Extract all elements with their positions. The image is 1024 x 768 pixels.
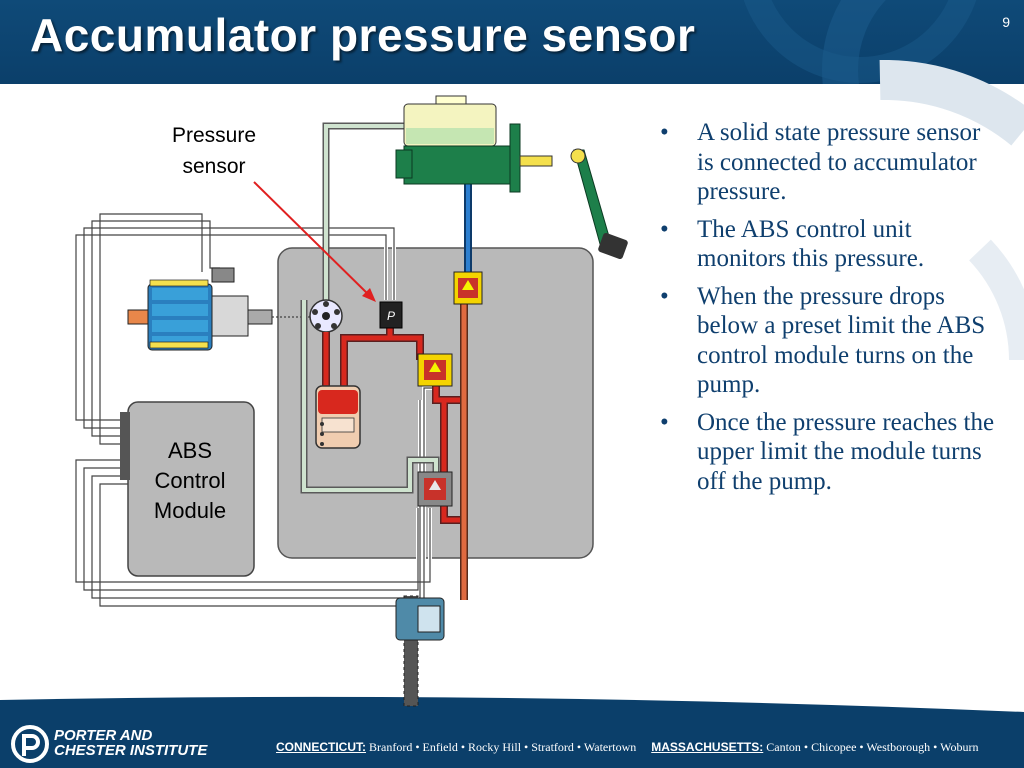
wheel-brake-assembly [395, 595, 445, 707]
abs-control-module [127, 401, 255, 577]
bullet-item: Once the pressure reaches the upper limi… [656, 408, 996, 497]
pressure-line [322, 290, 468, 600]
bullet-item: A solid state pressure sensor is connect… [656, 118, 996, 207]
institute-logo-icon [11, 725, 49, 763]
pump-rotor [309, 299, 343, 333]
pointer-arrow [253, 181, 376, 302]
ct-towns: Branford • Enfield • Rocky Hill • Stratf… [369, 740, 637, 754]
abs-module-label-line1: ABS [167, 438, 213, 463]
abs-module-label-line3: Module [153, 498, 227, 523]
bullet-item: The ABS control unit monitors this press… [656, 215, 996, 274]
institute-name-line1: PORTER AND [54, 727, 153, 744]
campus-locations: CONNECTICUT: Branford • Enfield • Rocky … [276, 740, 978, 755]
header-decoration [743, 0, 977, 84]
brake-pedal [570, 148, 628, 259]
pump-motor [127, 267, 310, 351]
solenoid-valve-3 [417, 471, 453, 507]
ma-state-label: MASSACHUSETTS: [651, 740, 764, 754]
pressure-sensor [379, 301, 403, 329]
institute-name-line2: CHESTER INSTITUTE [54, 742, 208, 759]
solenoid-valve-1 [453, 271, 483, 305]
abs-module-connector [120, 412, 130, 480]
pressure-sensor-tag: P [387, 309, 395, 323]
bullet-list: A solid state pressure sensor is connect… [656, 118, 996, 504]
pressure-sensor-label-line2: sensor [182, 155, 246, 178]
abs-diagram: P [74, 95, 628, 707]
bullet-item: When the pressure drops below a preset l… [656, 282, 996, 400]
master-cylinder [395, 95, 553, 193]
ma-towns: Canton • Chicopee • Westborough • Woburn [766, 740, 979, 754]
abs-module-label: ABS Control Module [134, 436, 246, 526]
institute-name: PORTER AND CHESTER INSTITUTE [54, 728, 207, 758]
solenoid-valve-2 [417, 353, 453, 387]
slide-title: Accumulator pressure sensor [30, 9, 696, 61]
ct-state-label: CONNECTICUT: [276, 740, 366, 754]
slide-number: 9 [1002, 14, 1010, 30]
pressure-sensor-label-line1: Pressure [171, 124, 257, 147]
footer-bar [0, 722, 1024, 768]
slide-header: Accumulator pressure sensor 9 [0, 0, 1024, 84]
pressure-sensor-label: Pressure sensor [154, 120, 274, 182]
accumulator [315, 385, 361, 449]
abs-module-label-line2: Control [154, 468, 226, 493]
